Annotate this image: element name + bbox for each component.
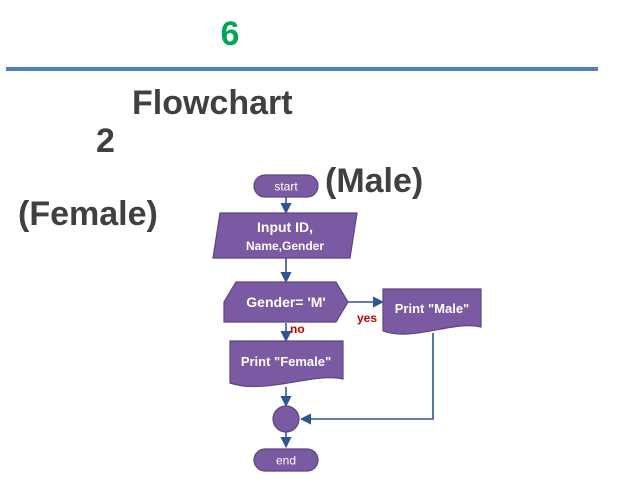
branch-yes-label: yes xyxy=(357,311,377,325)
start-label: start xyxy=(274,180,298,194)
connector-male-to-merge xyxy=(299,333,434,425)
print-male-document xyxy=(382,288,482,335)
input-label-line2: Name,Gender xyxy=(246,239,324,253)
title-rule xyxy=(6,67,598,71)
decision-hexagon xyxy=(223,281,349,323)
start-terminator xyxy=(253,174,319,198)
heading-number: 2 xyxy=(96,122,115,160)
print-female-label: Print "Female" xyxy=(241,354,331,369)
end-terminator xyxy=(253,448,319,472)
print-female-document xyxy=(229,340,344,388)
merge-connector xyxy=(272,405,300,433)
print-male-label: Print "Male" xyxy=(395,301,469,316)
label-female: (Female) xyxy=(18,195,158,233)
end-label: end xyxy=(276,454,296,468)
input-parallelogram xyxy=(212,212,358,259)
label-male: (Male) xyxy=(325,162,424,200)
heading-flowchart: Flowchart xyxy=(132,84,293,122)
slide-number: 6 xyxy=(220,15,240,53)
branch-no-label: no xyxy=(290,322,305,336)
decision-label: Gender= 'M' xyxy=(246,294,325,310)
input-label-line1: Input ID, xyxy=(257,219,313,235)
